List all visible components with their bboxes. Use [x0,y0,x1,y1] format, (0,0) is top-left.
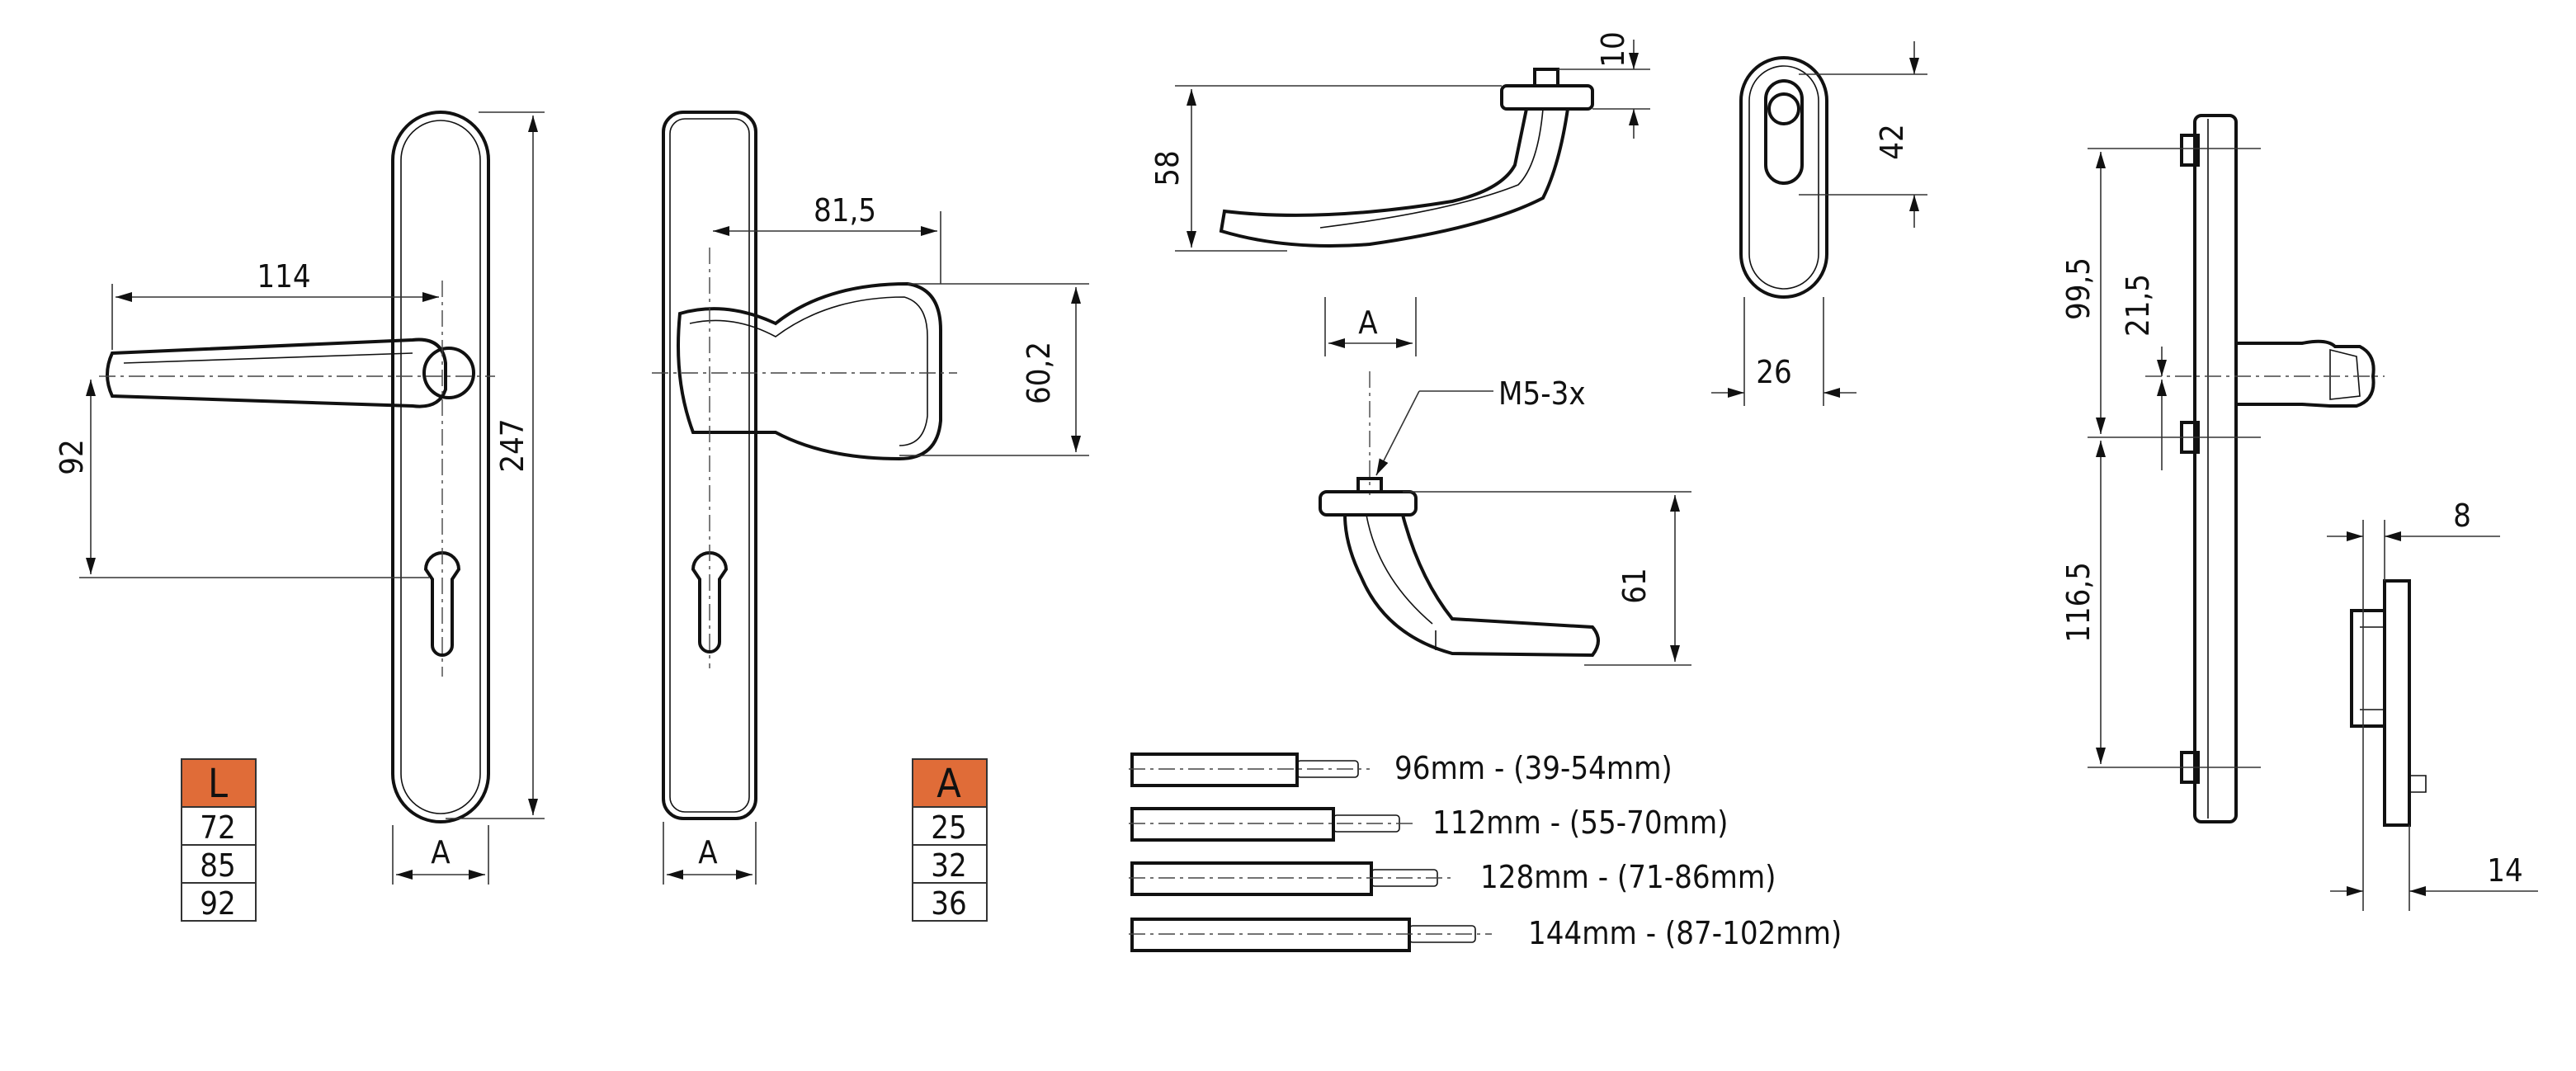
table-a-row: 25 [931,809,967,846]
spindle-144: 144mm - (87-102mm) [1129,915,1842,952]
dim-60-2: 60,2 [1021,342,1057,404]
table-l: L 72 85 92 [181,758,257,922]
spindle-label: 128mm - (71-86mm) [1480,859,1776,895]
dim-a: A [1358,304,1378,341]
front-view-lever: 114 92 247 A [54,111,545,885]
dim-99-5: 99,5 [2060,257,2097,320]
side-view: 99,5 21,5 116,5 8 14 [2060,114,2538,911]
dim-116-5: 116,5 [2060,562,2097,643]
dim-21-5: 21,5 [2120,274,2156,337]
dim-61: 61 [1616,568,1653,604]
dim-81-5: 81,5 [814,192,876,229]
table-l-row: 72 [200,809,236,846]
spindle-list: 96mm - (39-54mm) 112mm - (55-70mm) 128mm… [1129,750,1842,952]
dim-58: 58 [1149,150,1186,186]
spindle-96: 96mm - (39-54mm) [1129,750,1673,787]
spindle-112: 112mm - (55-70mm) [1129,804,1729,842]
thread-label: M5-3x [1498,375,1586,412]
table-a-row: 32 [931,847,967,884]
spindle-label: 144mm - (87-102mm) [1528,915,1842,951]
dim-26: 26 [1756,354,1792,390]
dim-a: A [698,834,718,870]
dim-8: 8 [2453,498,2471,534]
table-a: A 25 32 36 [912,758,988,922]
dim-42: 42 [1874,124,1910,160]
table-a-row: 36 [931,885,967,922]
spindle-label: 96mm - (39-54mm) [1394,750,1673,786]
table-a-header: A [937,761,961,807]
spindle-label: 112mm - (55-70mm) [1432,804,1729,841]
dim-92: 92 [54,439,90,475]
table-l-header: L [208,761,228,807]
lever-top-view: A M5-3x 61 [1319,297,1691,666]
dim-114: 114 [257,258,310,295]
dim-14: 14 [2487,852,2523,889]
table-l-row: 85 [200,847,236,884]
front-view-knob: 81,5 60,2 A [652,111,1089,885]
dim-247: 247 [494,418,531,472]
lever-side-view: 58 10 [1149,31,1650,252]
table-l-row: 92 [200,885,236,922]
escutcheon-view: 42 26 [1711,41,1927,406]
spindle-128: 128mm - (71-86mm) [1129,859,1776,896]
dim-a: A [431,834,451,870]
dim-10: 10 [1595,31,1631,68]
